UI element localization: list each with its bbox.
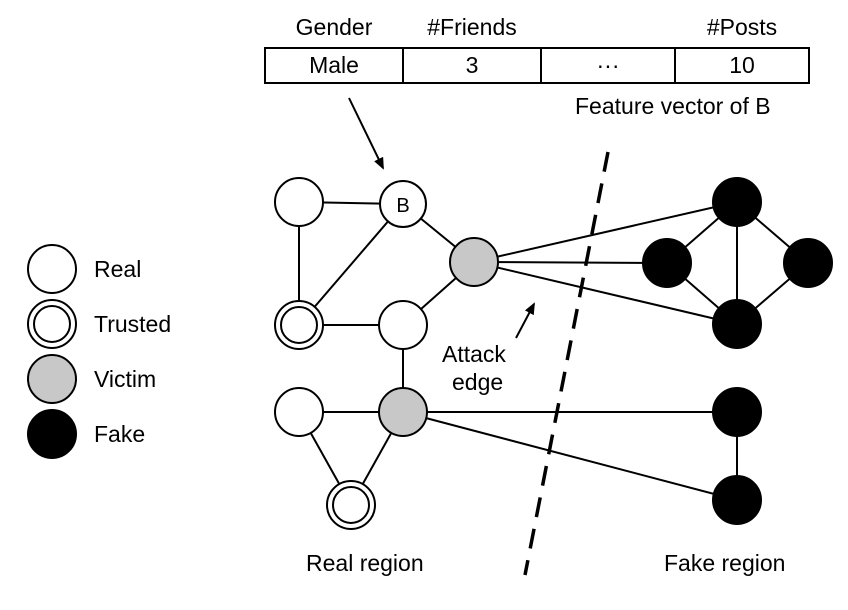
trusted-node-inner bbox=[332, 486, 370, 524]
attack-edge bbox=[473, 261, 738, 325]
attack-edge-label-line1: Attack bbox=[442, 341, 506, 367]
trusted-node-inner bbox=[280, 306, 318, 344]
fake-region-label: Fake region bbox=[664, 550, 786, 576]
fake-node bbox=[712, 177, 762, 227]
node-b-label: B bbox=[396, 195, 409, 217]
cell-posts: 10 bbox=[674, 47, 810, 84]
attack-edge bbox=[473, 201, 738, 263]
fake-node bbox=[712, 299, 762, 349]
feature-pointer-arrow bbox=[348, 97, 384, 170]
legend-fake-swatch bbox=[27, 409, 77, 459]
header-friends: #Friends bbox=[427, 14, 517, 40]
real-node-b bbox=[379, 180, 427, 228]
attack-edge-pointer-arrow bbox=[515, 302, 535, 339]
real-region-label: Real region bbox=[306, 550, 424, 576]
legend-real-label: Real bbox=[94, 256, 142, 282]
victim-node bbox=[378, 387, 428, 437]
cell-friends: 3 bbox=[402, 47, 542, 84]
real-nodes: B bbox=[274, 177, 499, 530]
real-node bbox=[378, 300, 428, 350]
attack-edge-label-line2: edge bbox=[452, 369, 504, 395]
header-gender: Gender bbox=[295, 14, 373, 40]
victim-node bbox=[449, 237, 499, 287]
real-node bbox=[274, 177, 324, 227]
feature-vector-caption: Feature vector of B bbox=[575, 93, 771, 119]
attack-edge bbox=[473, 261, 668, 264]
fake-node bbox=[642, 238, 692, 288]
edges bbox=[298, 201, 809, 506]
legend-real-swatch bbox=[27, 244, 77, 294]
cell-ellipsis: ··· bbox=[540, 47, 676, 84]
edge bbox=[298, 203, 404, 326]
legend-fake-label: Fake bbox=[94, 421, 146, 447]
region-boundary-line bbox=[523, 151, 610, 576]
fake-node bbox=[783, 238, 833, 288]
real-node bbox=[274, 387, 324, 437]
fake-node bbox=[712, 387, 762, 437]
legend-trusted-label: Trusted bbox=[94, 311, 172, 337]
header-posts: #Posts bbox=[706, 14, 778, 40]
attack-edge bbox=[402, 411, 738, 501]
legend-victim-swatch bbox=[27, 354, 77, 404]
fake-nodes bbox=[642, 177, 833, 525]
legend-trusted-swatch-inner bbox=[33, 305, 71, 343]
fake-node bbox=[712, 475, 762, 525]
legend-victim-label: Victim bbox=[94, 366, 157, 392]
legend-swatches bbox=[27, 244, 77, 459]
